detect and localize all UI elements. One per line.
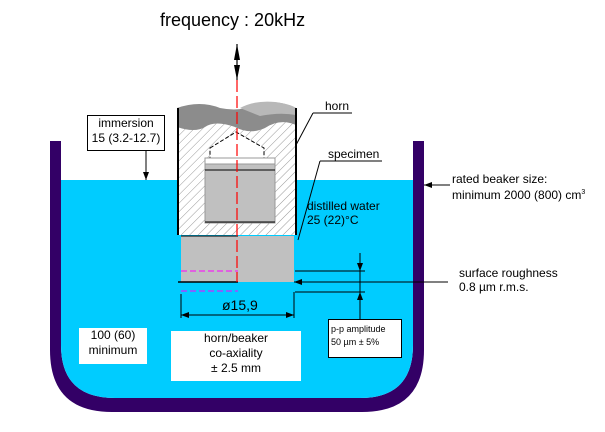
coaxiality-box: horn/beaker co-axiality ± 2.5 mm <box>171 331 301 381</box>
immersion-box: immersion 15 (3.2-12.7) <box>87 115 165 151</box>
arrow-down-icon <box>234 65 240 80</box>
depth-box: 100 (60) minimum <box>79 328 147 364</box>
beaker-size-label: rated beaker size: minimum 2000 (800) cm… <box>452 172 585 202</box>
beaker-size-line1: rated beaker size: <box>452 172 548 186</box>
amplitude-box: p-p amplitude 50 µm ± 5% <box>328 319 402 358</box>
horn-label: horn <box>325 99 350 113</box>
coaxiality-line2: co-axiality <box>209 346 263 360</box>
depth-value: 100 (60) <box>90 328 136 342</box>
water <box>61 180 413 398</box>
immersion-label: immersion <box>98 116 154 130</box>
amplitude-value: 50 µm ± 5% <box>331 337 380 347</box>
beaker-size-value: minimum 2000 (800) cm <box>452 188 582 202</box>
frequency-title: frequency : 20kHz <box>160 10 306 30</box>
water-label: distilled water 25 (22)°C <box>307 199 380 227</box>
specimen-body <box>204 162 276 224</box>
water-label-line1: distilled water <box>307 199 380 213</box>
immersion-value: 15 (3.2-12.7) <box>91 131 161 145</box>
surface-roughness-label: surface roughness 0.8 µm r.m.s. <box>459 266 558 294</box>
amplitude-label: p-p amplitude <box>331 324 386 334</box>
roughness-value: 0.8 µm r.m.s. <box>459 280 529 294</box>
water-temperature: 25 (22)°C <box>307 213 359 227</box>
coaxiality-line1: horn/beaker <box>203 331 269 345</box>
roughness-line1: surface roughness <box>459 266 558 280</box>
depth-label: minimum <box>88 343 138 357</box>
coaxiality-tolerance: ± 2.5 mm <box>211 361 261 375</box>
diameter-label: ø15,9 <box>222 297 258 313</box>
specimen-label: specimen <box>328 147 380 161</box>
arrow-up-icon <box>234 44 240 60</box>
beaker-size-unit-sup: 3 <box>581 189 586 196</box>
